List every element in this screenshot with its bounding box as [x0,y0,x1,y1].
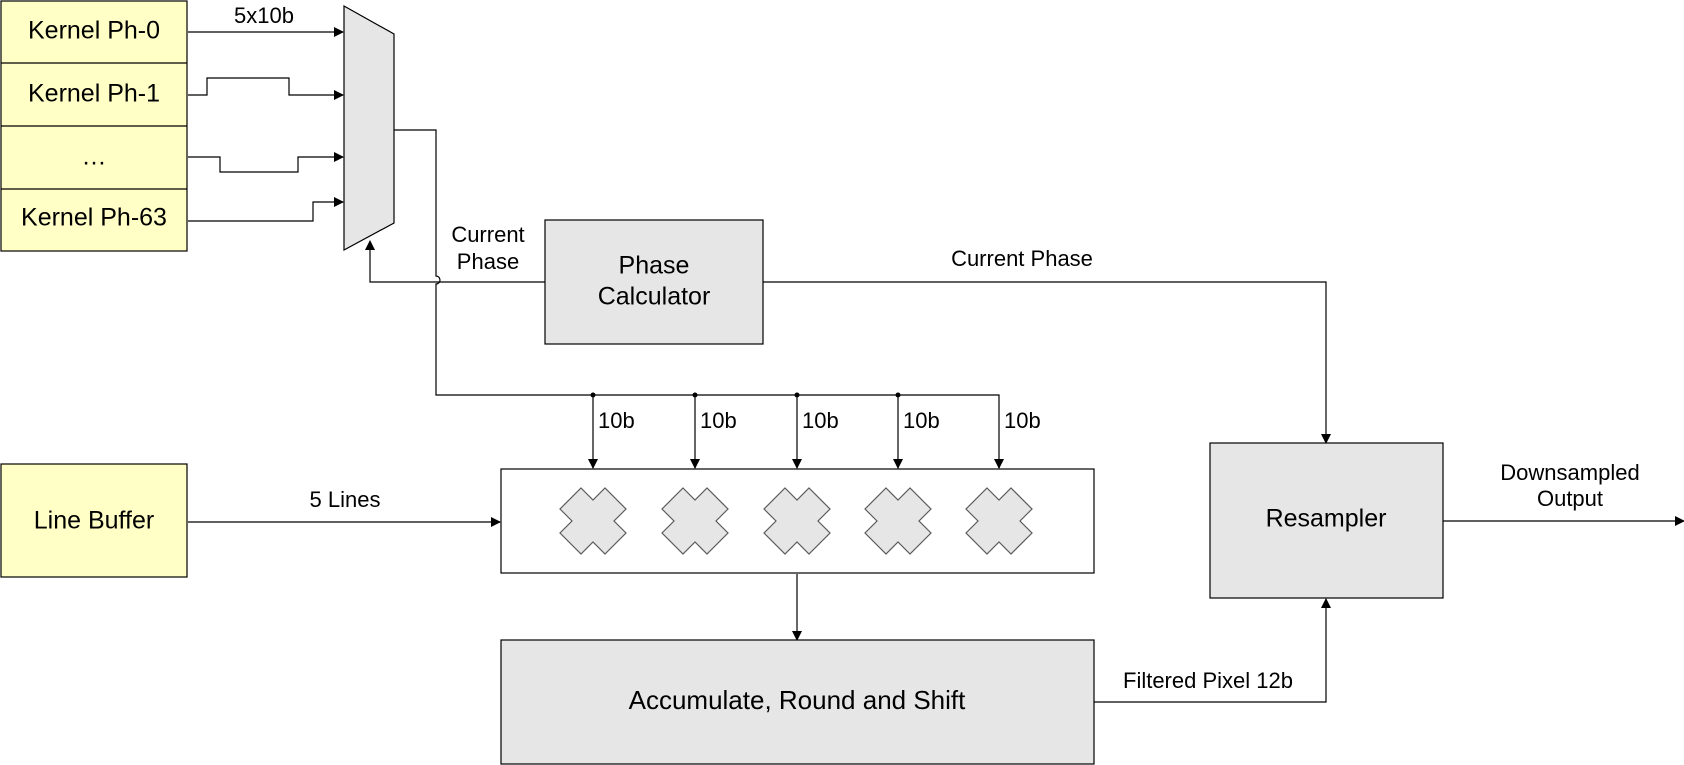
kernel-row-label: … [82,143,107,171]
line-buffer-label: Line Buffer [34,507,154,535]
phase-calculator-label: Calculator [598,283,711,311]
junction-dot [692,392,698,398]
multiplier-array [500,468,1095,574]
filtered-pixel-wire [1094,598,1331,703]
junction-dot [895,392,901,398]
kernel-dots-wire [188,152,344,173]
kernel-row-label: Kernel Ph-0 [28,17,160,45]
kernel-ph63-wire [188,197,344,222]
junction-dot [590,392,596,398]
multiplier-icon [864,487,932,555]
coefficient-bus: 10b 10b 10b 10b 10b [394,129,1041,469]
mux-phase-label: Current [451,222,524,247]
phase-calculator-label: Phase [619,252,690,280]
kernel-table: Kernel Ph-0 Kernel Ph-1 … Kernel Ph-63 [0,0,188,252]
kernel-mux-wires: 5x10b [188,3,344,222]
kernel-row-label: Kernel Ph-1 [28,80,160,108]
accumulator-label: Accumulate, Round and Shift [629,685,967,715]
resampler: Resampler [1209,442,1444,599]
line-buffer-box [0,463,188,578]
coef-width-label: 10b [700,408,737,433]
phase-to-mux-wire [365,240,545,283]
resampler-label: Resampler [1266,505,1387,533]
junction-dot [794,392,800,398]
kernel-bus-label: 5x10b [234,3,294,28]
multiplier-icon [763,487,831,555]
phase-to-resampler-wire [763,281,1331,444]
line-buffer: Line Buffer [0,463,188,578]
accumulator: Accumulate, Round and Shift [500,639,1095,765]
output-label: Output [1537,486,1603,511]
output-label: Downsampled [1500,460,1639,485]
multiplier-icon [661,487,729,555]
kernel-ph1-wire [188,77,344,100]
coef-width-label: 10b [802,408,839,433]
mux-phase-label: Phase [457,249,519,274]
coefficient-mux [343,4,395,252]
filtered-pixel-label: Filtered Pixel 12b [1123,668,1293,693]
line-buffer-out-label: 5 Lines [310,487,381,512]
multiplier-icon [559,487,627,555]
coefficient-bus-wire [394,129,1000,468]
multiplier-icon [965,487,1033,555]
resampler-phase-label: Current Phase [951,246,1093,271]
coef-width-label: 10b [1004,408,1041,433]
coef-width-label: 10b [903,408,940,433]
coef-width-label: 10b [598,408,635,433]
phase-calculator: Phase Calculator [544,219,764,345]
kernel-row-label: Kernel Ph-63 [21,204,167,232]
resampler-box [1209,442,1444,599]
accumulator-box [500,639,1095,765]
phase-calculator-box [544,219,764,345]
